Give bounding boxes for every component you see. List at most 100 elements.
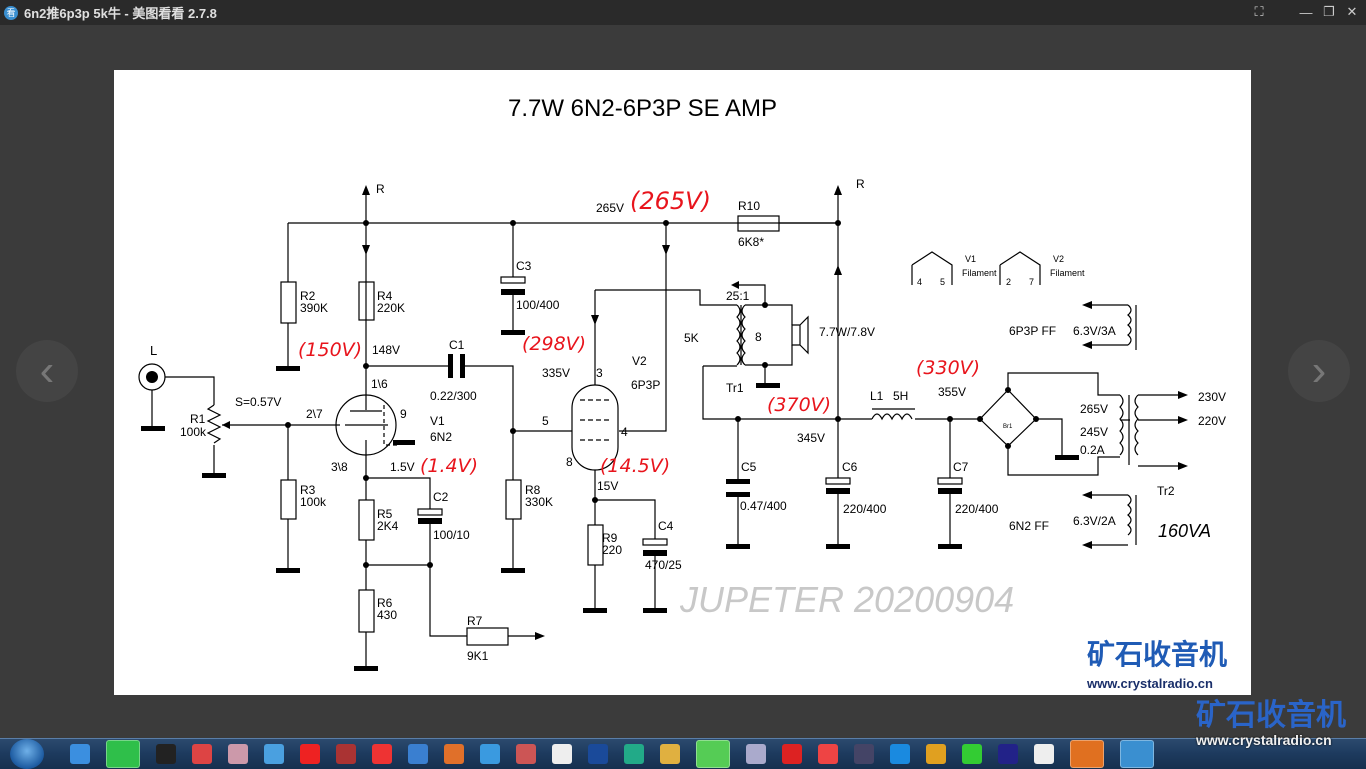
terminal-app-icon[interactable] xyxy=(552,744,572,764)
radio-app-icon[interactable] xyxy=(516,744,536,764)
svg-text:R5: R5 xyxy=(377,507,393,521)
svg-text:C7: C7 xyxy=(953,460,969,474)
image-viewer-icon[interactable] xyxy=(1120,740,1154,768)
svg-text:230V: 230V xyxy=(1198,390,1226,404)
svg-text:0.22/300: 0.22/300 xyxy=(430,389,477,403)
handwritten-annotations: (150V) (298V) (265V) (1.4V) (14.5V) (370… xyxy=(298,187,980,477)
qq-icon[interactable] xyxy=(156,744,176,764)
app-icon: 看 xyxy=(4,5,18,20)
svg-text:R1: R1 xyxy=(190,412,206,426)
browser-app-icon[interactable] xyxy=(264,744,284,764)
ie-browser-icon[interactable] xyxy=(696,740,730,768)
graph-app-icon[interactable] xyxy=(962,744,982,764)
plot-app-icon[interactable] xyxy=(624,744,644,764)
previous-image-button[interactable]: ‹ xyxy=(16,340,78,402)
svg-text:4: 4 xyxy=(621,425,628,439)
settings-icon[interactable] xyxy=(70,744,90,764)
svg-text:Filament: Filament xyxy=(962,268,997,278)
svg-text:V2: V2 xyxy=(1053,254,1064,264)
svg-text:V1: V1 xyxy=(430,414,445,428)
news-app-icon[interactable] xyxy=(408,744,428,764)
svg-text:(265V): (265V) xyxy=(630,187,711,215)
next-image-button[interactable]: › xyxy=(1288,340,1350,402)
red-app-1-icon[interactable] xyxy=(782,744,802,764)
svg-text:148V: 148V xyxy=(372,343,400,357)
fit-screen-button[interactable]: ⛶ xyxy=(1254,4,1264,19)
overlay-logo: 矿石收音机 www.crystalradio.cn xyxy=(1196,699,1346,749)
start-button[interactable] xyxy=(10,739,44,769)
svg-text:6N2 FF: 6N2 FF xyxy=(1009,519,1049,533)
schematic-title: 7.7W 6N2-6P3P SE AMP xyxy=(508,95,777,122)
svg-text:100k: 100k xyxy=(300,495,327,509)
svg-text:15V: 15V xyxy=(597,479,618,493)
svg-text:R2: R2 xyxy=(300,289,316,303)
fox-app-icon[interactable] xyxy=(1034,744,1054,764)
close-button[interactable]: ✕ xyxy=(1346,4,1358,19)
svg-text:Tr2: Tr2 xyxy=(1157,484,1175,498)
app-red-icon[interactable] xyxy=(372,744,392,764)
svg-text:430: 430 xyxy=(377,608,397,622)
file-explorer-icon[interactable] xyxy=(660,744,680,764)
netease-music-icon[interactable] xyxy=(300,744,320,764)
title-bar: 看 6n2推6p3p 5k牛 - 美图看看 2.7.8 ⛶ — ❐ ✕ xyxy=(0,0,1366,25)
svg-text:R: R xyxy=(376,182,385,196)
svg-text:6K8*: 6K8* xyxy=(738,235,764,249)
svg-text:6.3V/2A: 6.3V/2A xyxy=(1073,514,1116,528)
svg-text:265V: 265V xyxy=(1080,402,1108,416)
svg-text:(150V): (150V) xyxy=(298,339,362,361)
network-app-icon[interactable] xyxy=(480,744,500,764)
svg-text:R9: R9 xyxy=(602,531,618,545)
restore-button[interactable]: ❐ xyxy=(1323,4,1335,19)
svg-text:220K: 220K xyxy=(377,301,405,315)
blue-app-icon[interactable] xyxy=(588,744,608,764)
game-app-icon[interactable] xyxy=(336,744,356,764)
svg-text:8: 8 xyxy=(755,330,762,344)
svg-text:0.2A: 0.2A xyxy=(1080,443,1105,457)
svg-text:R6: R6 xyxy=(377,596,393,610)
media-app-icon[interactable] xyxy=(854,744,874,764)
svg-text:5K: 5K xyxy=(684,331,699,345)
site-logo: 矿石收音机 xyxy=(1087,638,1227,670)
nr-app-icon[interactable] xyxy=(998,744,1018,764)
svg-text:25:1: 25:1 xyxy=(726,289,750,303)
screenshot-app-icon[interactable] xyxy=(746,744,766,764)
svg-text:220: 220 xyxy=(602,543,622,557)
svg-text:8: 8 xyxy=(566,455,573,469)
svg-text:(1.4V): (1.4V) xyxy=(420,455,478,477)
red-app-2-icon[interactable] xyxy=(818,744,838,764)
svg-text:265V: 265V xyxy=(596,201,624,215)
svg-text:Tr1: Tr1 xyxy=(726,381,744,395)
svg-text:C6: C6 xyxy=(842,460,858,474)
svg-text:160VA: 160VA xyxy=(1158,521,1211,541)
svg-text:6P3P: 6P3P xyxy=(631,378,660,392)
svg-text:6P3P FF: 6P3P FF xyxy=(1009,324,1056,338)
minimize-button[interactable]: — xyxy=(1299,4,1313,20)
photo-app-icon[interactable] xyxy=(192,744,212,764)
svg-text:Br1: Br1 xyxy=(1003,424,1013,430)
svg-text:220/400: 220/400 xyxy=(955,502,999,516)
svg-text:6.3V/3A: 6.3V/3A xyxy=(1073,324,1116,338)
svg-text:C1: C1 xyxy=(449,338,465,352)
svg-text:2K4: 2K4 xyxy=(377,519,399,533)
svg-text:C5: C5 xyxy=(741,460,757,474)
wechat-icon[interactable] xyxy=(106,740,140,768)
svg-text:9K1: 9K1 xyxy=(467,649,489,663)
edge-browser-icon[interactable] xyxy=(890,744,910,764)
svg-text:L: L xyxy=(150,343,157,358)
svg-text:C2: C2 xyxy=(433,490,449,504)
active-app-icon[interactable] xyxy=(1070,740,1104,768)
window-title: 6n2推6p3p 5k牛 - 美图看看 2.7.8 xyxy=(24,6,217,21)
svg-text:R7: R7 xyxy=(467,614,483,628)
svg-text:V1: V1 xyxy=(965,254,976,264)
taskbar-icons xyxy=(62,740,1162,768)
svg-text:5H: 5H xyxy=(893,389,908,403)
svg-text:100k: 100k xyxy=(180,425,207,439)
svg-text:(298V): (298V) xyxy=(522,333,586,355)
svg-text:335V: 335V xyxy=(542,366,570,380)
firefox-like-icon[interactable] xyxy=(444,744,464,764)
map-app-icon[interactable] xyxy=(228,744,248,764)
svg-text:7.7W/7.8V: 7.7W/7.8V xyxy=(819,325,875,339)
play-app-icon[interactable] xyxy=(926,744,946,764)
svg-text:(370V): (370V) xyxy=(767,394,831,416)
